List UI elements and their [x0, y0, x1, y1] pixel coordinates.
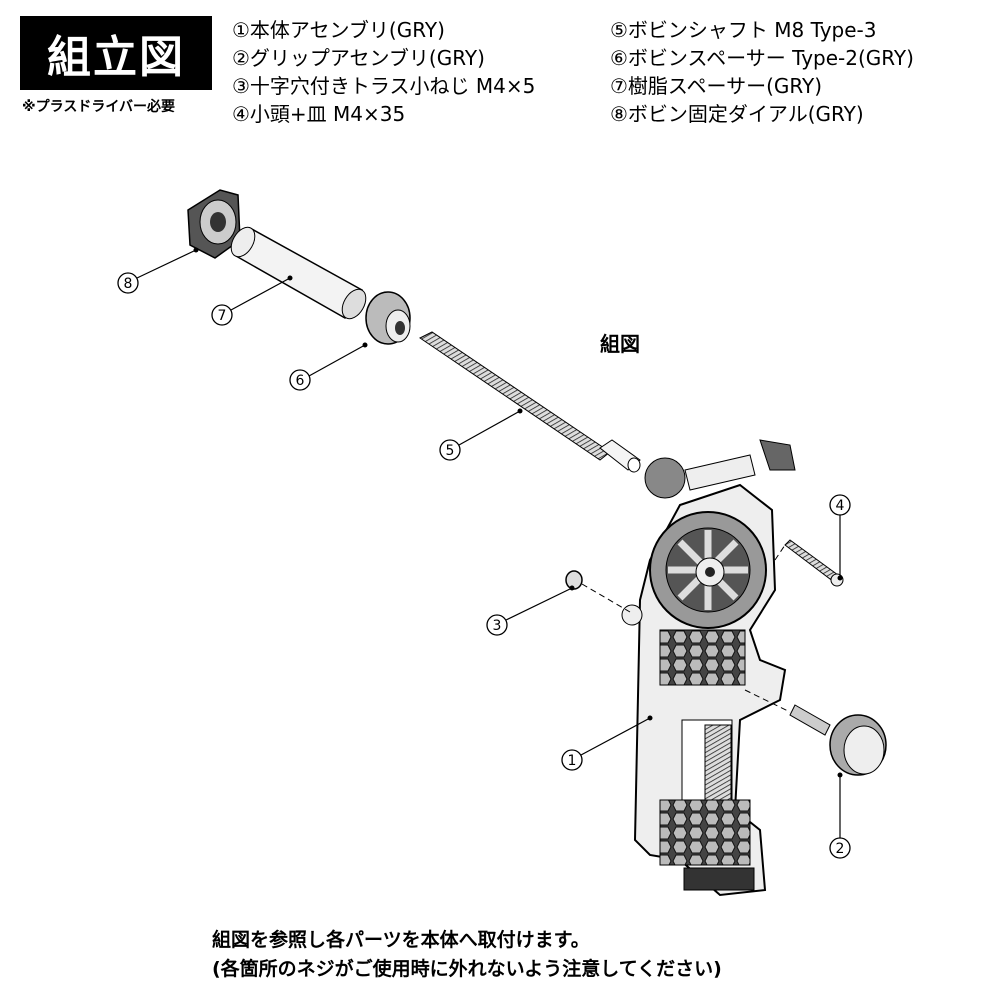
parts-list-column-1: ①本体アセンブリ(GRY) ②グリップアセンブリ(GRY) ③十字穴付きトラス小…: [232, 16, 535, 128]
assembly-guide-lines: [581, 544, 791, 713]
part-item-6: ⑥ボビンスペーサー Type-2(GRY): [610, 46, 914, 70]
callout-2-label: 2: [836, 841, 845, 857]
part-item-2: ②グリップアセンブリ(GRY): [232, 46, 485, 70]
part-item-8: ⑧ボビン固定ダイアル(GRY): [610, 102, 864, 126]
part-item-1: ①本体アセンブリ(GRY): [232, 18, 445, 42]
screw-m4x35-part: [784, 539, 844, 587]
callout-5: [439, 439, 461, 461]
instruction-line-1: 組図を参照し各パーツを本体へ取付けます。: [212, 929, 590, 951]
truss-screw-part: [565, 570, 583, 590]
callout-4-label: 4: [836, 498, 845, 514]
callout-leaders: [136, 249, 841, 838]
callout-5-label: 5: [446, 443, 455, 459]
grip-assembly-part: [789, 704, 887, 776]
bobbin-dial-part: [187, 189, 241, 259]
main-body-assembly-part: [621, 439, 796, 897]
instruction-line-2: (各箇所のネジがご使用時に外れないよう注意してください): [212, 958, 722, 980]
parts-list-column-2: ⑤ボビンシャフト M8 Type-3 ⑥ボビンスペーサー Type-2(GRY)…: [610, 16, 914, 128]
part-item-4: ④小頭+皿 M4×35: [232, 102, 406, 126]
callout-6-label: 6: [296, 373, 305, 389]
callout-7-label: 7: [218, 308, 227, 324]
assembled-view-label: 組図: [600, 332, 640, 356]
instructions: 組図を参照し各パーツを本体へ取付けます。 (各箇所のネジがご使用時に外れないよう…: [212, 926, 722, 984]
callout-1: [561, 749, 583, 771]
callout-2: [829, 837, 851, 859]
resin-spacer-part: [230, 226, 367, 320]
tool-required-note: ※プラスドライバー必要: [22, 99, 176, 115]
callout-4: [829, 494, 851, 516]
part-item-3: ③十字穴付きトラス小ねじ M4×5: [232, 74, 536, 98]
callout-3: [486, 614, 508, 636]
bobbin-spacer-part: [365, 291, 411, 345]
callout-8-label: 8: [124, 276, 133, 292]
callout-6: [289, 369, 311, 391]
page-title: 組立図: [20, 16, 212, 90]
callout-3-label: 3: [493, 618, 502, 634]
callout-8: [117, 272, 139, 294]
callout-1-label: 1: [568, 753, 577, 769]
callout-7: [211, 304, 233, 326]
part-item-5: ⑤ボビンシャフト M8 Type-3: [610, 18, 877, 42]
part-item-7: ⑦樹脂スペーサー(GRY): [610, 74, 823, 98]
bobbin-shaft-part: [419, 331, 641, 473]
